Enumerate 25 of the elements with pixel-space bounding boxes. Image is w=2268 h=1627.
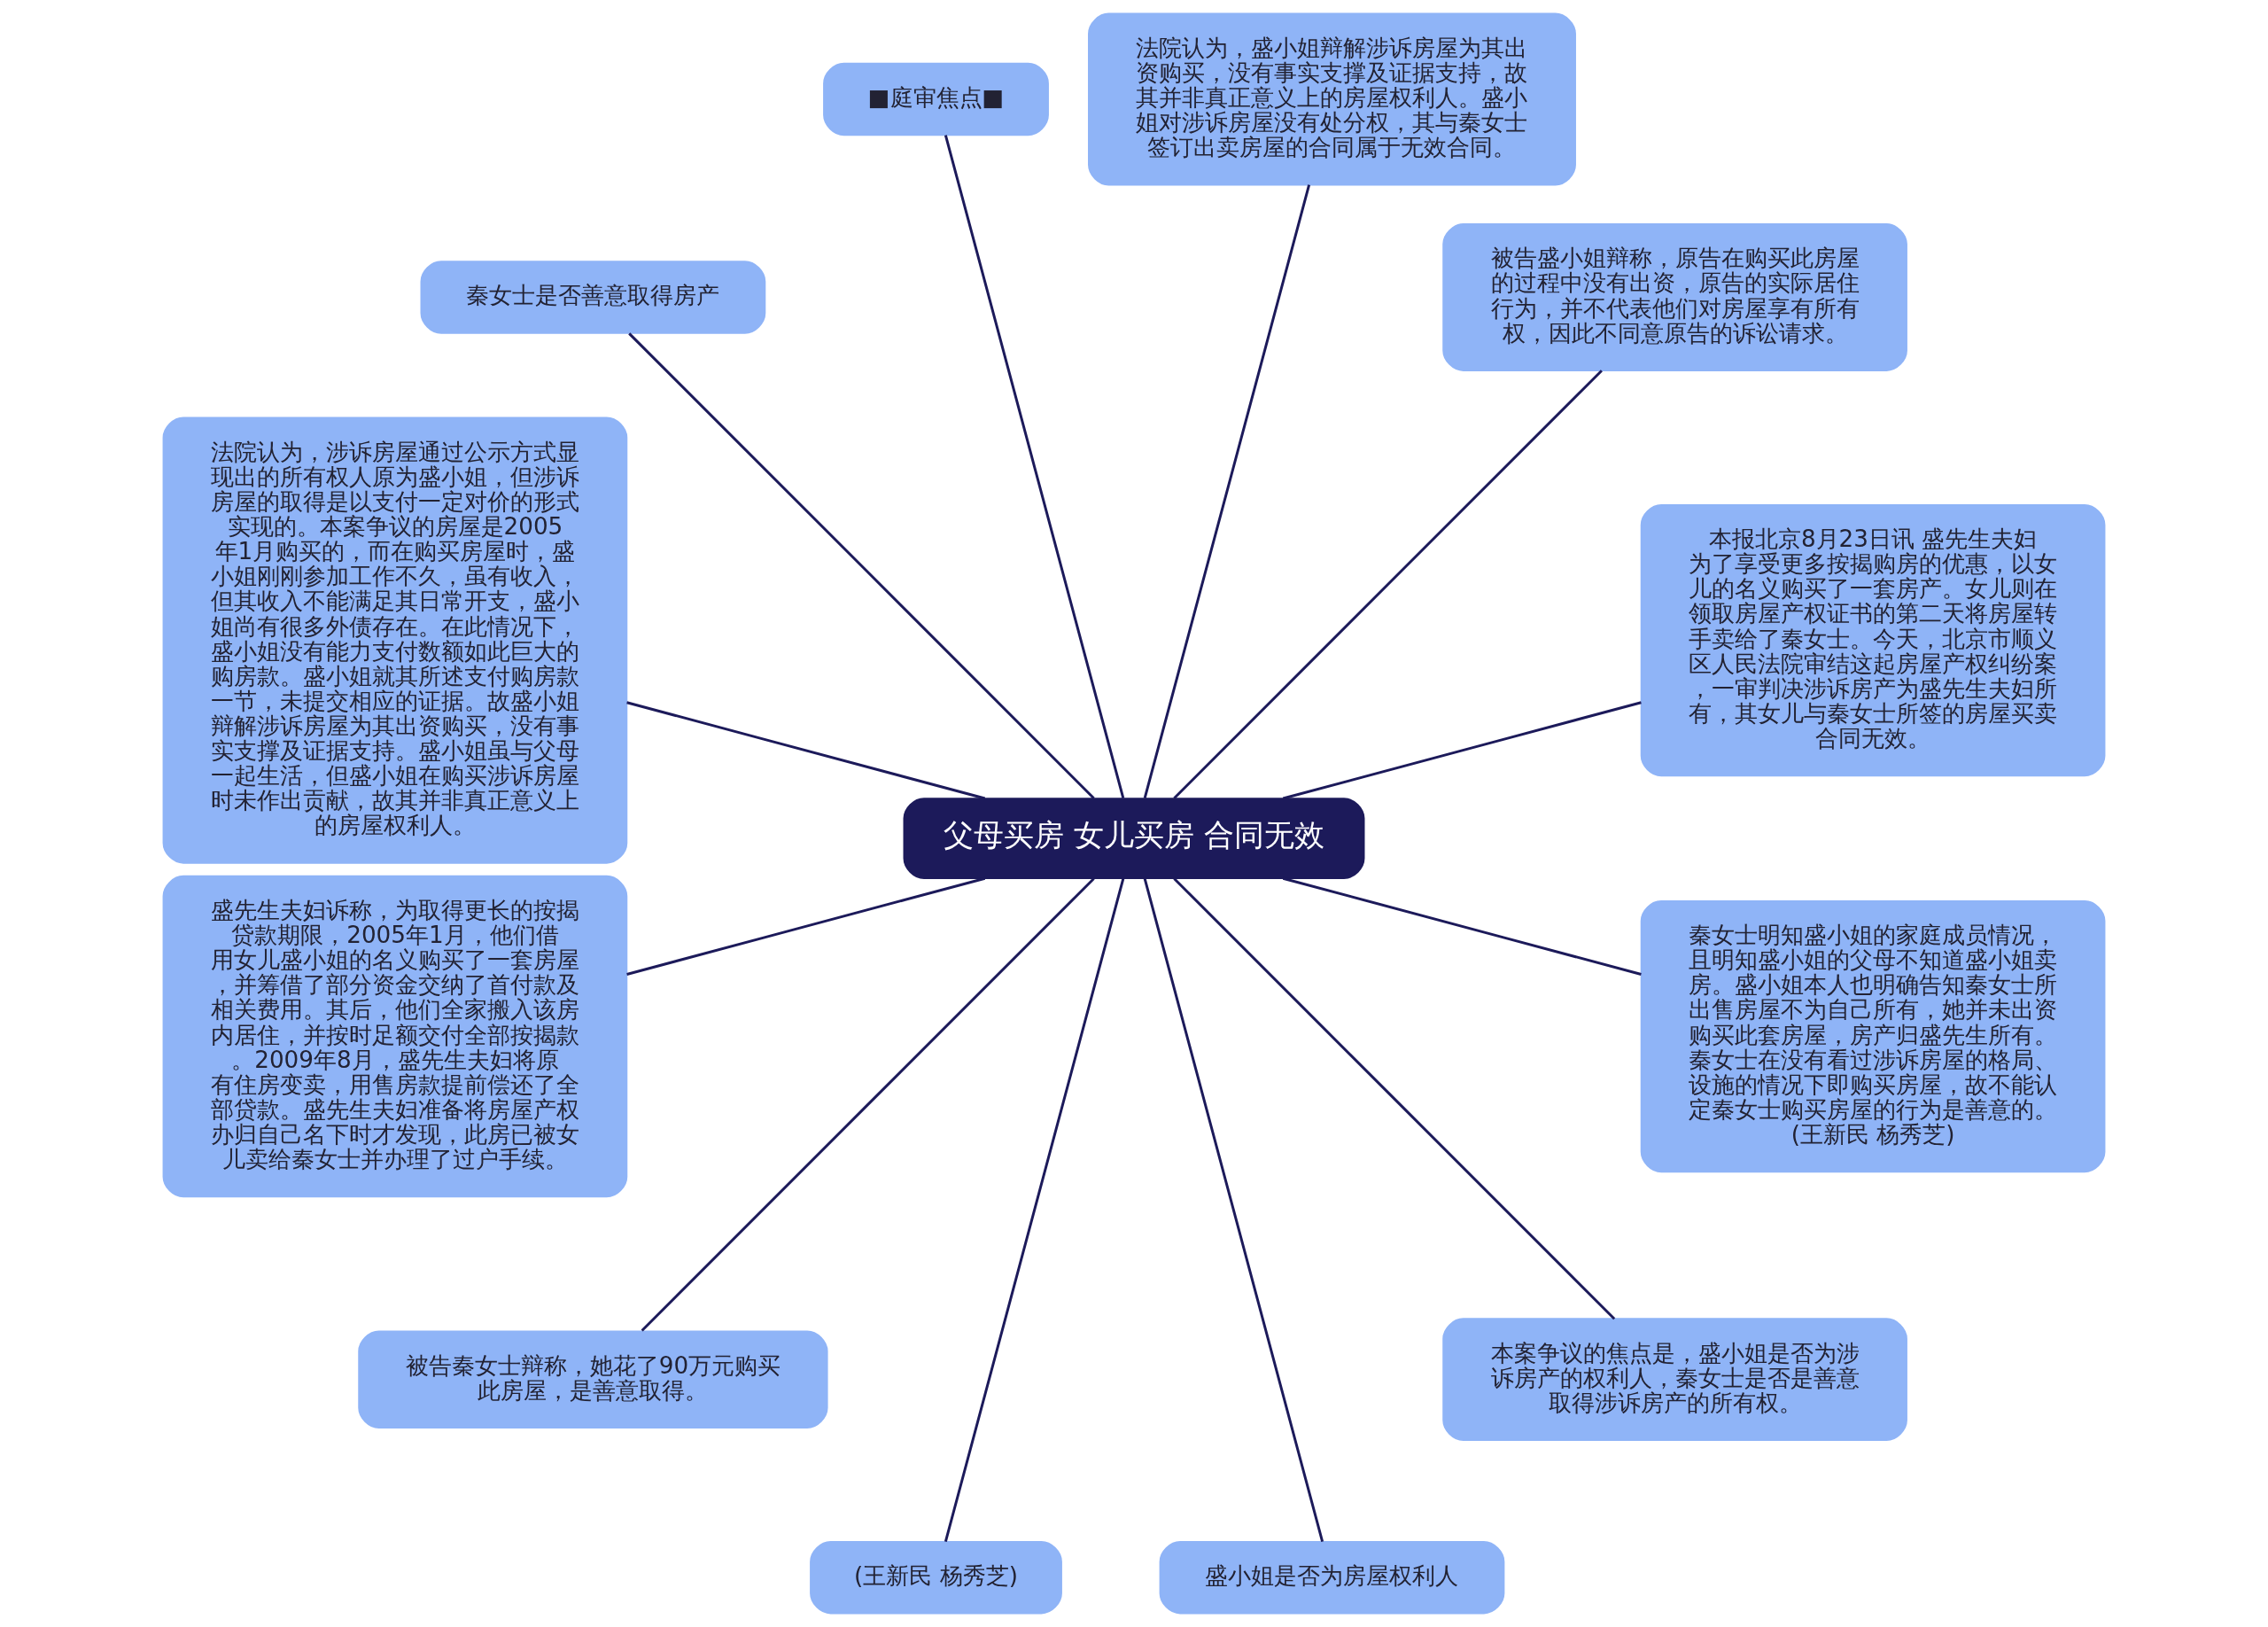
node-box: 本案争议的焦点是，盛小姐是否为涉诉房产的权利人，秦女士是否是善意取得涉诉房产的所有权。 — [1442, 1318, 1907, 1442]
connector — [641, 877, 1095, 1332]
node-box: 法院认为，涉诉房屋通过公示方式显现出的所有权人原为盛小姐，但涉诉房屋的取得是以支付一定对价的形式实现的。本案争议的房屋是2005年1月购买的，而在购买房屋时，盛小姐刚刚参加工作不久，虽有收入，但其收入不能满足其日常开支，盛小姐尚有很多外债存在。在此情况下，盛小姐没有能力支付数额如此巨大的购房款。盛小姐就其所述支付购房款一节，未提交相应的证据。故盛小姐辩解涉诉房屋为其出资购买，没有事实支撑及证据支持。盛小姐虽与父母一起生活，但盛小姐在购买涉诉房屋时未作出贡献，故其并非真正意义上的房屋权利人。 — [162, 416, 628, 864]
connector — [944, 135, 1125, 799]
node-box: 被告秦女士辩称，她花了90万元购买此房屋，是善意取得。 — [358, 1330, 828, 1428]
connector — [1282, 701, 1642, 800]
node-box: 秦女士明知盛小姐的家庭成员情况，且明知盛小姐的父母不知道盛小姐卖房。盛小姐本人也明确告知秦女士所出售房屋不为自己所有，她并未出资购买此套房屋，房产归盛先生所有。秦女士在没有看过涉诉房屋的格局、设施的情况下即购买房屋，故不能认定秦女士购买房屋的行为是善意的。(王新民 杨秀芝) — [1640, 899, 2106, 1173]
connector — [1143, 878, 1324, 1543]
connector — [944, 878, 1125, 1543]
connector — [1173, 877, 1616, 1320]
connector — [1143, 184, 1311, 799]
node-box: 被告盛小姐辩称，原告在购买此房屋的过程中没有出资，原告的实际居住行为，并不代表他们对房屋享有所有权，因此不同意原告的诉讼请求。 — [1442, 223, 1907, 371]
connector — [628, 332, 1095, 799]
node-box: 父母买房 女儿买房 合同无效 — [903, 798, 1365, 879]
node-box: ■庭审焦点■ — [823, 62, 1049, 136]
connector — [1173, 370, 1603, 799]
node-box: 秦女士是否善意取得房产 — [420, 261, 766, 334]
node-box: 盛小姐是否为房屋权利人 — [1159, 1540, 1505, 1615]
connector — [626, 701, 986, 800]
node-box: (王新民 杨秀芝) — [810, 1540, 1062, 1615]
node-box: 盛先生夫妇诉称，为取得更长的按揭贷款期限，2005年1月，他们借用女儿盛小姐的名义购买了一套房屋，并筹借了部分资金交纳了首付款及相关费用。其后，他们全家搬入该房内居住，并按时足额交付全部按揭款。2009年8月，盛先生夫妇将原有住房变卖，用售房款提前偿还了全部贷款。盛先生夫妇准备将房屋产权办归自己名下时才发现，此房已被女儿卖给秦女士并办理了过户手续。 — [162, 875, 628, 1198]
connector — [1282, 876, 1642, 976]
connector — [626, 876, 986, 976]
node-box: 法院认为，盛小姐辩解涉诉房屋为其出资购买，没有事实支撑及证据支持，故其并非真正意义上的房屋权利人。盛小姐对涉诉房屋没有处分权，其与秦女士签订出卖房屋的合同属于无效合同。 — [1088, 12, 1576, 186]
node-box: 本报北京8月23日讯 盛先生夫妇为了享受更多按揭购房的优惠，以女儿的名义购买了一套房产。女儿则在领取房屋产权证书的第二天将房屋转手卖给了秦女士。今天，北京市顺义区人民法院审结这起房屋产权纠纷案，一审判决涉诉房产为盛先生夫妇所有，其女儿与秦女士所签的房屋买卖合同无效。 — [1640, 503, 2106, 777]
